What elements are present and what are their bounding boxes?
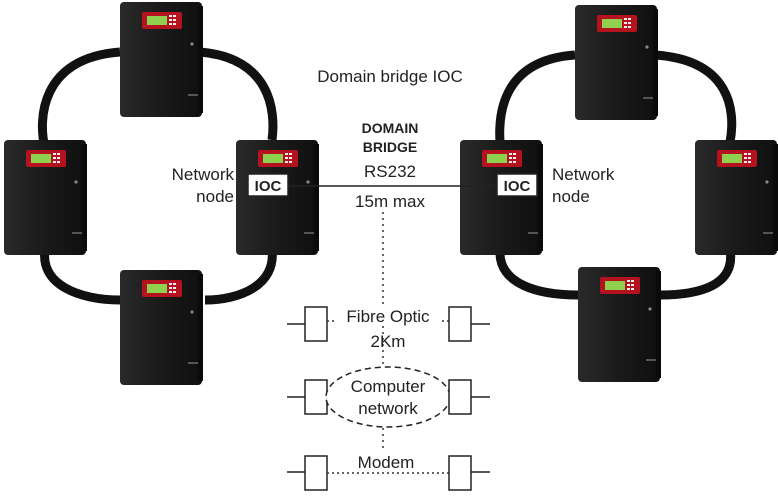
bridge-max-length: 15m max bbox=[355, 192, 425, 211]
loop-cable-left-bottom bbox=[40, 249, 121, 305]
fibre-label-2: 2Km bbox=[371, 332, 406, 351]
modem-label: Modem bbox=[358, 453, 415, 472]
panel-left-bottom bbox=[120, 270, 203, 385]
computer-modem-left bbox=[304, 379, 328, 415]
computer-network-cloud bbox=[325, 366, 451, 428]
loop-cable-right-top-right bbox=[654, 50, 737, 143]
panel-right-outer bbox=[695, 140, 778, 255]
panel-left-outer bbox=[4, 140, 87, 255]
fibre-modem-right bbox=[448, 306, 472, 342]
loop-cable-right-bottom-right bbox=[659, 249, 736, 300]
modem-label-bg bbox=[346, 452, 426, 472]
panel-left-node bbox=[236, 140, 319, 255]
panel-right-node bbox=[460, 140, 543, 255]
computer-label-1: Computer bbox=[351, 377, 426, 396]
network-node-label-right-1: Network bbox=[552, 165, 615, 184]
loop-cable-left-top-right bbox=[199, 47, 278, 141]
domain-bridge-heading-2: BRIDGE bbox=[363, 139, 417, 155]
fibre-label-bg bbox=[334, 305, 440, 325]
loop-cable-right-top bbox=[495, 50, 576, 143]
computer-modem-right bbox=[448, 379, 472, 415]
loop-cable-left-bottom-right bbox=[204, 249, 277, 305]
ioc-label-left: IOC bbox=[255, 178, 282, 195]
network-node-label-left-2: node bbox=[196, 187, 234, 206]
diagram-title: Domain bridge IOC bbox=[317, 67, 463, 86]
modem-box-right bbox=[448, 455, 472, 491]
loop-cable-right-bottom bbox=[495, 249, 579, 300]
domain-bridge-heading-1: DOMAIN bbox=[362, 120, 419, 136]
fibre-label-1: Fibre Optic bbox=[346, 307, 430, 326]
network-node-label-left-1: Network bbox=[172, 165, 235, 184]
loop-cable-left-top bbox=[37, 47, 121, 150]
panel-right-top bbox=[575, 5, 658, 120]
panel-right-bottom bbox=[578, 267, 661, 382]
modem-box-left bbox=[304, 455, 328, 491]
ioc-label-right: IOC bbox=[504, 178, 531, 195]
network-node-label-right-2: node bbox=[552, 187, 590, 206]
panel-left-top bbox=[120, 2, 203, 117]
computer-label-2: network bbox=[358, 399, 418, 418]
bridge-protocol: RS232 bbox=[364, 162, 416, 181]
ioc-box-left bbox=[247, 173, 289, 197]
fibre-modem-left bbox=[304, 306, 328, 342]
ioc-box-right bbox=[496, 173, 538, 197]
